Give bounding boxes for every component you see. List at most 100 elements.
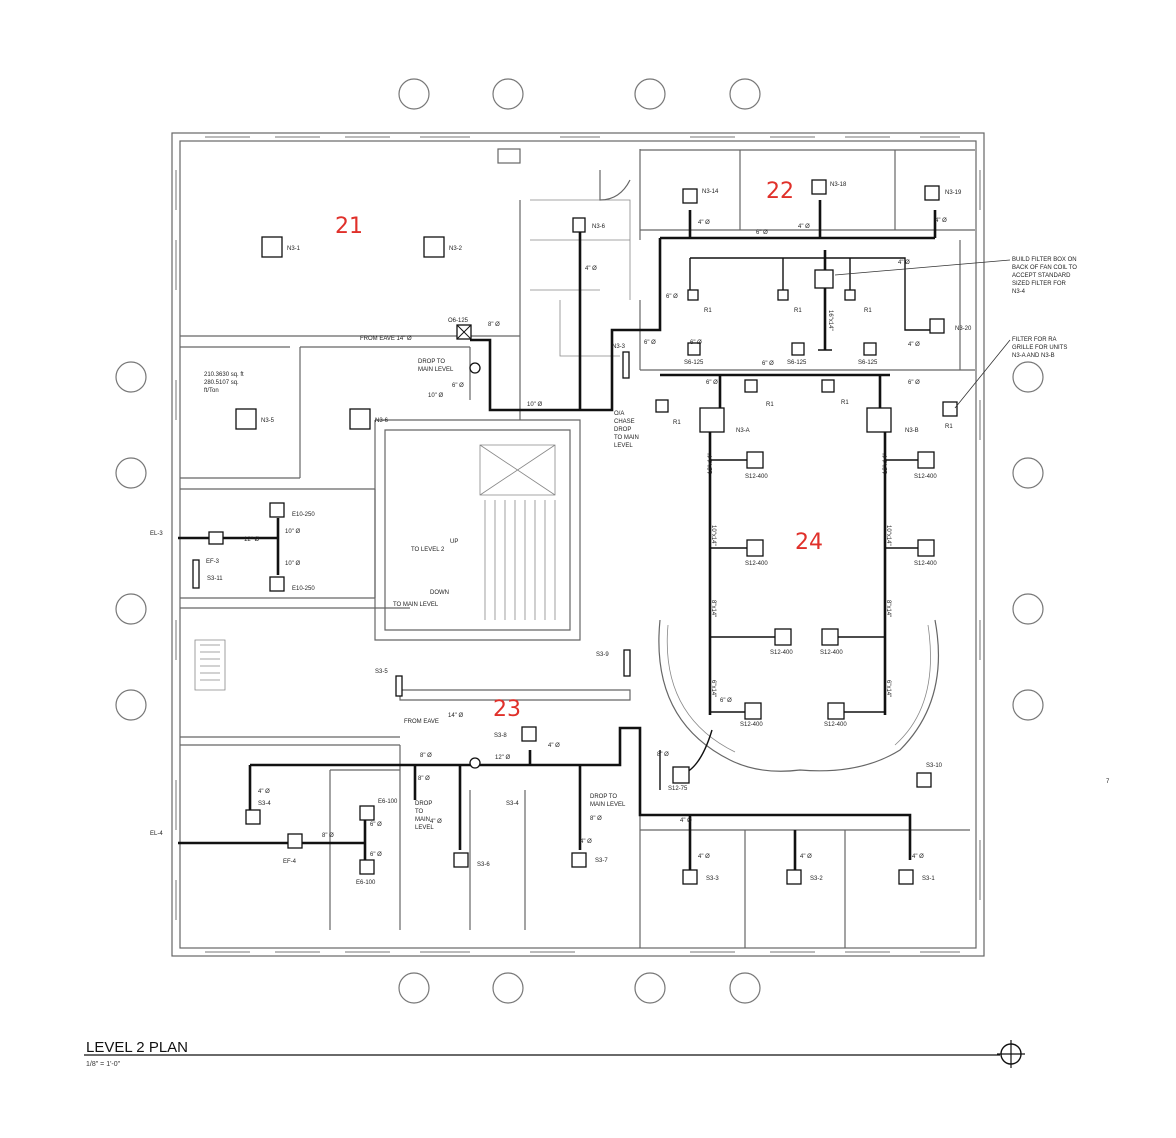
label-s6-125: S6-125 <box>684 360 704 366</box>
size-label: 10"x14" <box>710 525 716 546</box>
label-s3-3: S3-3 <box>706 876 719 882</box>
plan-title: LEVEL 2 PLAN <box>86 1039 188 1056</box>
size-label: 6"x14" <box>710 680 716 697</box>
size-label: 6"x14" <box>885 680 891 697</box>
note-chase-level: LEVEL <box>614 443 633 449</box>
label-n3-2: N3-2 <box>449 246 463 252</box>
size-label: 12" Ø <box>495 755 510 761</box>
note-to-level-2: TO LEVEL 2 <box>411 547 445 553</box>
note-level: LEVEL <box>415 825 434 831</box>
size-label: 4" Ø <box>680 818 692 824</box>
label-n3-14: N3-14 <box>702 189 719 195</box>
north-arrow-icon <box>997 1040 1025 1068</box>
label-s3-4: S3-4 <box>506 801 519 807</box>
size-label: 14" Ø <box>448 713 463 719</box>
note-mark: 7 <box>1106 779 1110 785</box>
size-label: 8" Ø <box>420 753 432 759</box>
label-r1: R1 <box>945 424 953 430</box>
column-circle <box>115 689 147 721</box>
label-s12-400: S12-400 <box>914 561 937 567</box>
unit-s3-7 <box>571 852 587 868</box>
column-circle <box>115 361 147 393</box>
unit-n3-1 <box>261 236 283 258</box>
note-from-eave-bottom: FROM EAVE <box>404 719 439 725</box>
label-s3-5: S3-5 <box>375 669 388 675</box>
column-circle <box>634 78 666 110</box>
size-label: 6" Ø <box>720 698 732 704</box>
size-label: 6" Ø <box>370 822 382 828</box>
note-filter-4: SIZED FILTER FOR <box>1012 281 1067 287</box>
exhaust-e6-100 <box>359 859 375 875</box>
diffuser-s12-400 <box>746 451 764 469</box>
size-label: 8" Ø <box>418 776 430 782</box>
fan-ef-3 <box>208 531 224 545</box>
note-up: UP <box>450 539 458 545</box>
diffuser-s12-400 <box>827 702 845 720</box>
size-label: 4" Ø <box>800 854 812 860</box>
size-label: 6" Ø <box>908 380 920 386</box>
return-grille-r1 <box>777 289 789 301</box>
equipment-labels: N3-1 N3-2 N3-5 N3-6 N3-6 N3-14 N3-18 N3-… <box>150 182 972 886</box>
label-n3-19: N3-19 <box>945 190 962 196</box>
size-label: 10" Ø <box>285 529 300 535</box>
column-circle <box>492 972 524 1004</box>
note-main-level: MAIN LEVEL <box>418 367 454 373</box>
size-label: 6" Ø <box>666 294 678 300</box>
label-s12-75: S12-75 <box>668 786 688 792</box>
diffuser-s6-125 <box>687 342 701 356</box>
label-s12-400: S12-400 <box>740 722 763 728</box>
unit-s3-3 <box>682 869 698 885</box>
building-walls <box>171 132 985 957</box>
label-s3-8: S3-8 <box>494 733 507 739</box>
column-circle <box>1012 593 1044 625</box>
diffuser-s12-400 <box>744 702 762 720</box>
column-circle <box>115 593 147 625</box>
eave-intake-top <box>469 362 481 374</box>
unit-n3-2 <box>423 236 445 258</box>
size-label: 12" Ø <box>244 537 259 543</box>
label-s3-6: S3-6 <box>477 862 490 868</box>
column-circle <box>492 78 524 110</box>
size-label: 12"x14" <box>708 453 714 474</box>
size-label: 4" Ø <box>898 260 910 266</box>
column-circle <box>729 972 761 1004</box>
note-filter-3: ACCEPT STANDARD <box>1012 273 1071 279</box>
diffuser-s12-75 <box>672 766 690 784</box>
unit-n3-6-top <box>572 217 586 233</box>
label-o6-125: O6-125 <box>448 318 469 324</box>
size-label: 8" Ø <box>488 322 500 328</box>
note-area-1: 210.3630 sq. ft <box>204 372 244 378</box>
diffuser-s6-125 <box>863 342 877 356</box>
column-grid <box>115 78 1044 1004</box>
unit-s3-2 <box>786 869 802 885</box>
label-ef-4: EF-4 <box>283 859 297 865</box>
size-label: 4" Ø <box>430 819 442 825</box>
label-n3-a: N3-A <box>736 428 750 434</box>
size-label: 4" Ø <box>698 854 710 860</box>
return-grille-r1 <box>744 379 758 393</box>
return-grille-r1 <box>942 401 958 417</box>
label-s3-10: S3-10 <box>926 763 943 769</box>
label-n3-6: N3-6 <box>375 418 389 424</box>
unit-s3-5 <box>395 675 403 697</box>
size-label: 6" Ø <box>706 380 718 386</box>
zone-23-label: 23 <box>493 697 521 722</box>
zone-22-label: 22 <box>766 179 794 204</box>
size-label: 4" Ø <box>935 218 947 224</box>
size-label: 4" Ø <box>912 854 924 860</box>
size-label: 6" Ø <box>370 852 382 858</box>
diffuser-s12-400 <box>917 539 935 557</box>
label-n3-b: N3-B <box>905 428 919 434</box>
note-area-3: ft/Ton <box>204 388 219 394</box>
note-oa: O/A <box>614 411 624 417</box>
return-grille-r1 <box>687 289 699 301</box>
unit-n3-3 <box>622 351 630 379</box>
hvac-devices <box>192 179 958 885</box>
column-circle <box>1012 689 1044 721</box>
label-n3-6-top: N3-6 <box>592 224 606 230</box>
label-n3-18: N3-18 <box>830 182 847 188</box>
diffuser-s12-400 <box>774 628 792 646</box>
note-filter-2: BACK OF FAN COIL TO <box>1012 265 1077 271</box>
note-to: TO <box>415 809 424 815</box>
